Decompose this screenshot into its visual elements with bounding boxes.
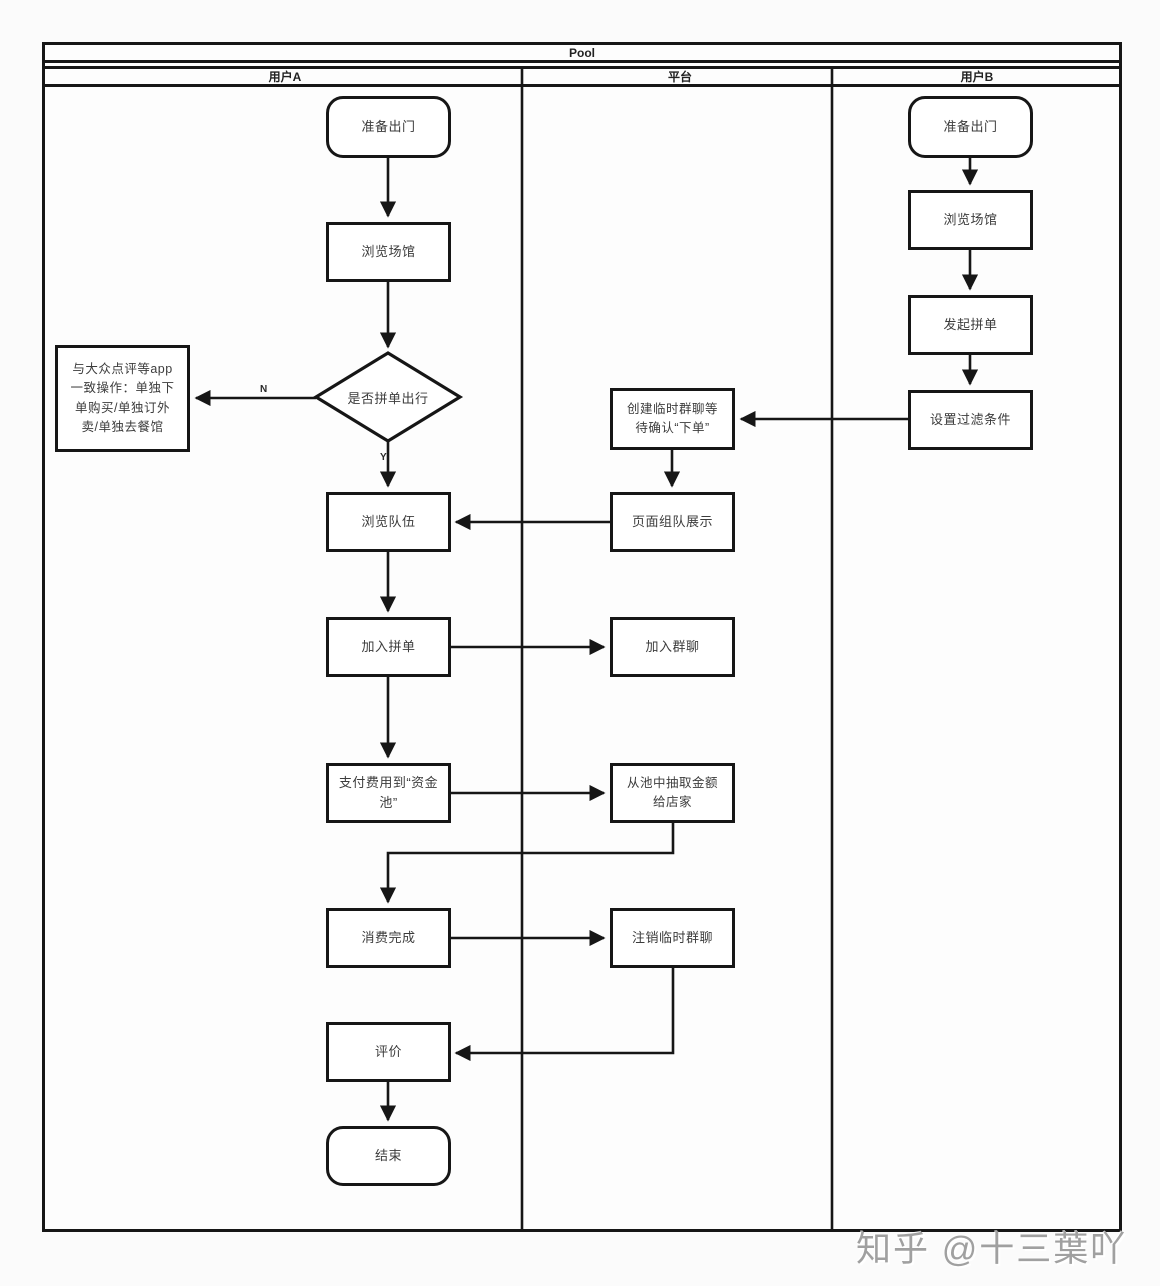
node-a-review: 评价: [326, 1022, 451, 1082]
node-b-browse-venue: 浏览场馆: [908, 190, 1033, 250]
lane-header-user-b: 用户B: [835, 69, 1119, 84]
node-p-join-group-chat-label: 加入群聊: [645, 638, 700, 654]
node-p-create-temp-chat-label: 创建临时群聊等待确认“下单”: [626, 401, 718, 435]
node-p-withdraw-to-merchant-label: 从池中抽取金额给店家: [626, 775, 718, 809]
node-a-decision-group-order: 是否拼单出行: [328, 380, 448, 414]
node-a-prepare-out-label: 准备出门: [361, 118, 416, 134]
lane-label-platform: 平台: [667, 70, 692, 84]
node-b-set-filter: 设置过滤条件: [908, 390, 1033, 450]
node-p-team-display-label: 页面组队展示: [631, 513, 713, 529]
node-a-browse-teams: 浏览队伍: [326, 492, 451, 552]
node-a-pay-to-pool: 支付费用到“资金池”: [326, 763, 451, 823]
node-b-initiate-group-order: 发起拼单: [908, 295, 1033, 355]
lane-label-user-b: 用户B: [960, 70, 994, 84]
node-a-decision-label: 是否拼单出行: [347, 390, 429, 406]
node-a-browse-teams-label: 浏览队伍: [361, 513, 416, 529]
lane-header-user-a: 用户A: [45, 69, 525, 84]
node-a-solo-operation: 与大众点评等app一致操作：单独下单购买/单独订外卖/单独去餐馆: [55, 345, 190, 452]
zhihu-watermark: 知乎 @十三葉吖: [856, 1230, 1128, 1269]
lane-header-platform: 平台: [525, 69, 835, 84]
node-b-set-filter-label: 设置过滤条件: [929, 411, 1011, 427]
node-b-browse-venue-label: 浏览场馆: [943, 211, 998, 227]
pool-title: Pool: [42, 42, 1122, 63]
decision-branch-yes-label: Y: [380, 452, 387, 463]
node-a-consume-done-label: 消费完成: [361, 929, 416, 945]
node-a-consume-done: 消费完成: [326, 908, 451, 968]
node-a-end-label: 结束: [374, 1147, 402, 1163]
node-p-withdraw-to-merchant: 从池中抽取金额给店家: [610, 763, 735, 823]
node-a-join-group-order: 加入拼单: [326, 617, 451, 677]
node-b-prepare-out-label: 准备出门: [943, 118, 998, 134]
node-a-solo-operation-label: 与大众点评等app一致操作：单独下单购买/单独订外卖/单独去餐馆: [70, 361, 175, 434]
node-p-team-display: 页面组队展示: [610, 492, 735, 552]
node-p-create-temp-chat: 创建临时群聊等待确认“下单”: [610, 388, 735, 450]
node-a-pay-to-pool-label: 支付费用到“资金池”: [338, 774, 439, 810]
lane-label-user-a: 用户A: [268, 70, 302, 84]
lane-header-band: 用户A 平台 用户B: [42, 66, 1122, 87]
decision-branch-no-label: N: [260, 384, 268, 395]
node-p-close-temp-chat-label: 注销临时群聊: [631, 929, 713, 945]
node-a-prepare-out: 准备出门: [326, 96, 451, 158]
pool-title-label: Pool: [569, 45, 595, 60]
node-a-review-label: 评价: [374, 1043, 402, 1059]
node-b-prepare-out: 准备出门: [908, 96, 1033, 158]
node-a-end: 结束: [326, 1126, 451, 1186]
node-a-browse-venue: 浏览场馆: [326, 222, 451, 282]
node-p-join-group-chat: 加入群聊: [610, 617, 735, 677]
node-a-browse-venue-label: 浏览场馆: [361, 243, 416, 259]
node-p-close-temp-chat: 注销临时群聊: [610, 908, 735, 968]
node-a-join-group-order-label: 加入拼单: [361, 638, 416, 654]
node-b-initiate-group-order-label: 发起拼单: [943, 316, 998, 332]
